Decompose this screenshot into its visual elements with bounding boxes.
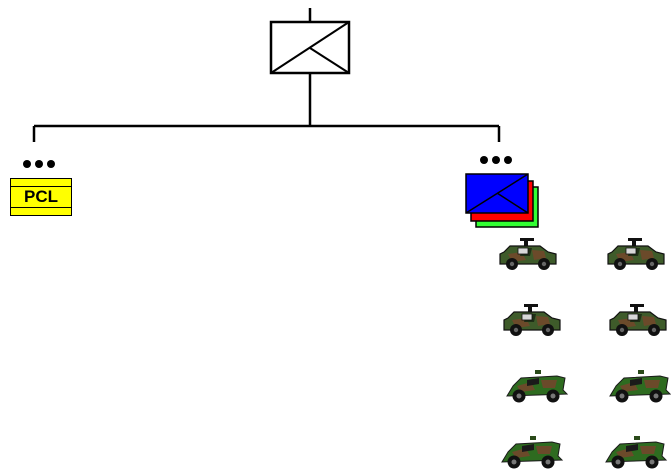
left-unit-label: PCL xyxy=(24,187,58,206)
vehicle-icon[interactable] xyxy=(506,369,568,403)
left-unit-symbol[interactable]: PCL xyxy=(10,178,72,216)
left-echelon-dots xyxy=(23,160,55,168)
vehicle-icon[interactable] xyxy=(503,303,561,337)
vehicle-icon[interactable] xyxy=(605,435,667,469)
vehicle-icon[interactable] xyxy=(501,435,563,469)
vehicle-icon[interactable] xyxy=(499,237,557,271)
vehicle-icon[interactable] xyxy=(609,303,667,337)
vehicle-icon[interactable] xyxy=(609,369,671,403)
right-echelon-dots xyxy=(480,156,512,164)
hq-unit-symbol[interactable] xyxy=(269,20,351,75)
vehicle-icon[interactable] xyxy=(607,237,665,271)
right-unit-symbol-stack[interactable] xyxy=(465,173,539,228)
